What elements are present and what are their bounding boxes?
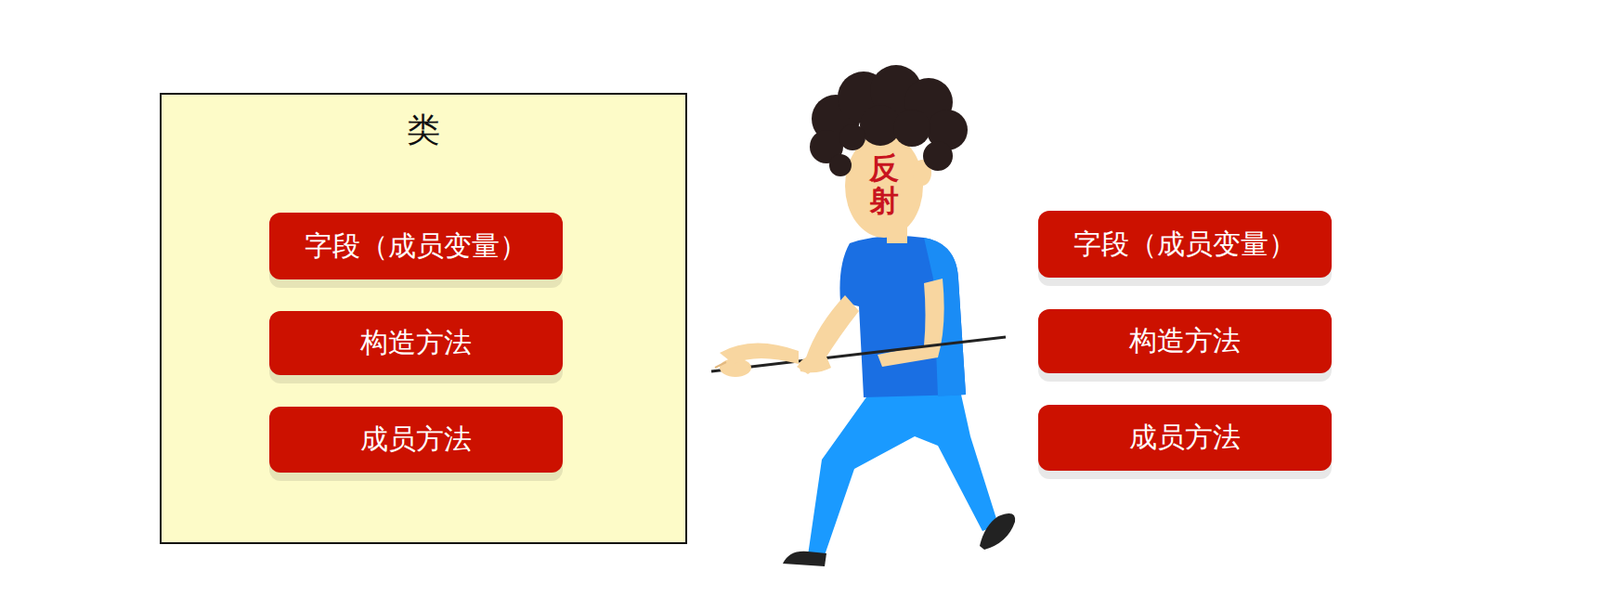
member-box: 构造方法 [269, 311, 563, 376]
member-label: 成员方法 [1129, 418, 1241, 457]
hand-line [715, 362, 727, 368]
member-box: 构造方法 [1038, 309, 1332, 374]
member-box: 成员方法 [269, 406, 563, 473]
member-box: 字段（成员变量） [1038, 210, 1332, 278]
shoe [979, 513, 1015, 550]
class-box: 类字段（成员变量） 构造方法成员方法 [159, 92, 688, 545]
member-label: 成员方法 [360, 420, 472, 459]
member-label: 字段（成员变量） [304, 227, 528, 266]
hand [798, 354, 832, 373]
face-label: 反射 [869, 152, 899, 218]
pants [807, 394, 999, 556]
shoe [782, 551, 827, 567]
forearm [719, 342, 799, 365]
member-label: 构造方法 [1129, 322, 1241, 361]
member-box: 字段（成员变量） [269, 212, 563, 280]
class-title: 类 [161, 107, 686, 154]
shirt [839, 235, 966, 398]
member-box: 成员方法 [1038, 404, 1332, 471]
member-label: 构造方法 [360, 324, 472, 363]
stick [711, 337, 1006, 372]
member-label: 字段（成员变量） [1073, 225, 1297, 264]
arm [796, 295, 859, 375]
arm [877, 278, 945, 367]
